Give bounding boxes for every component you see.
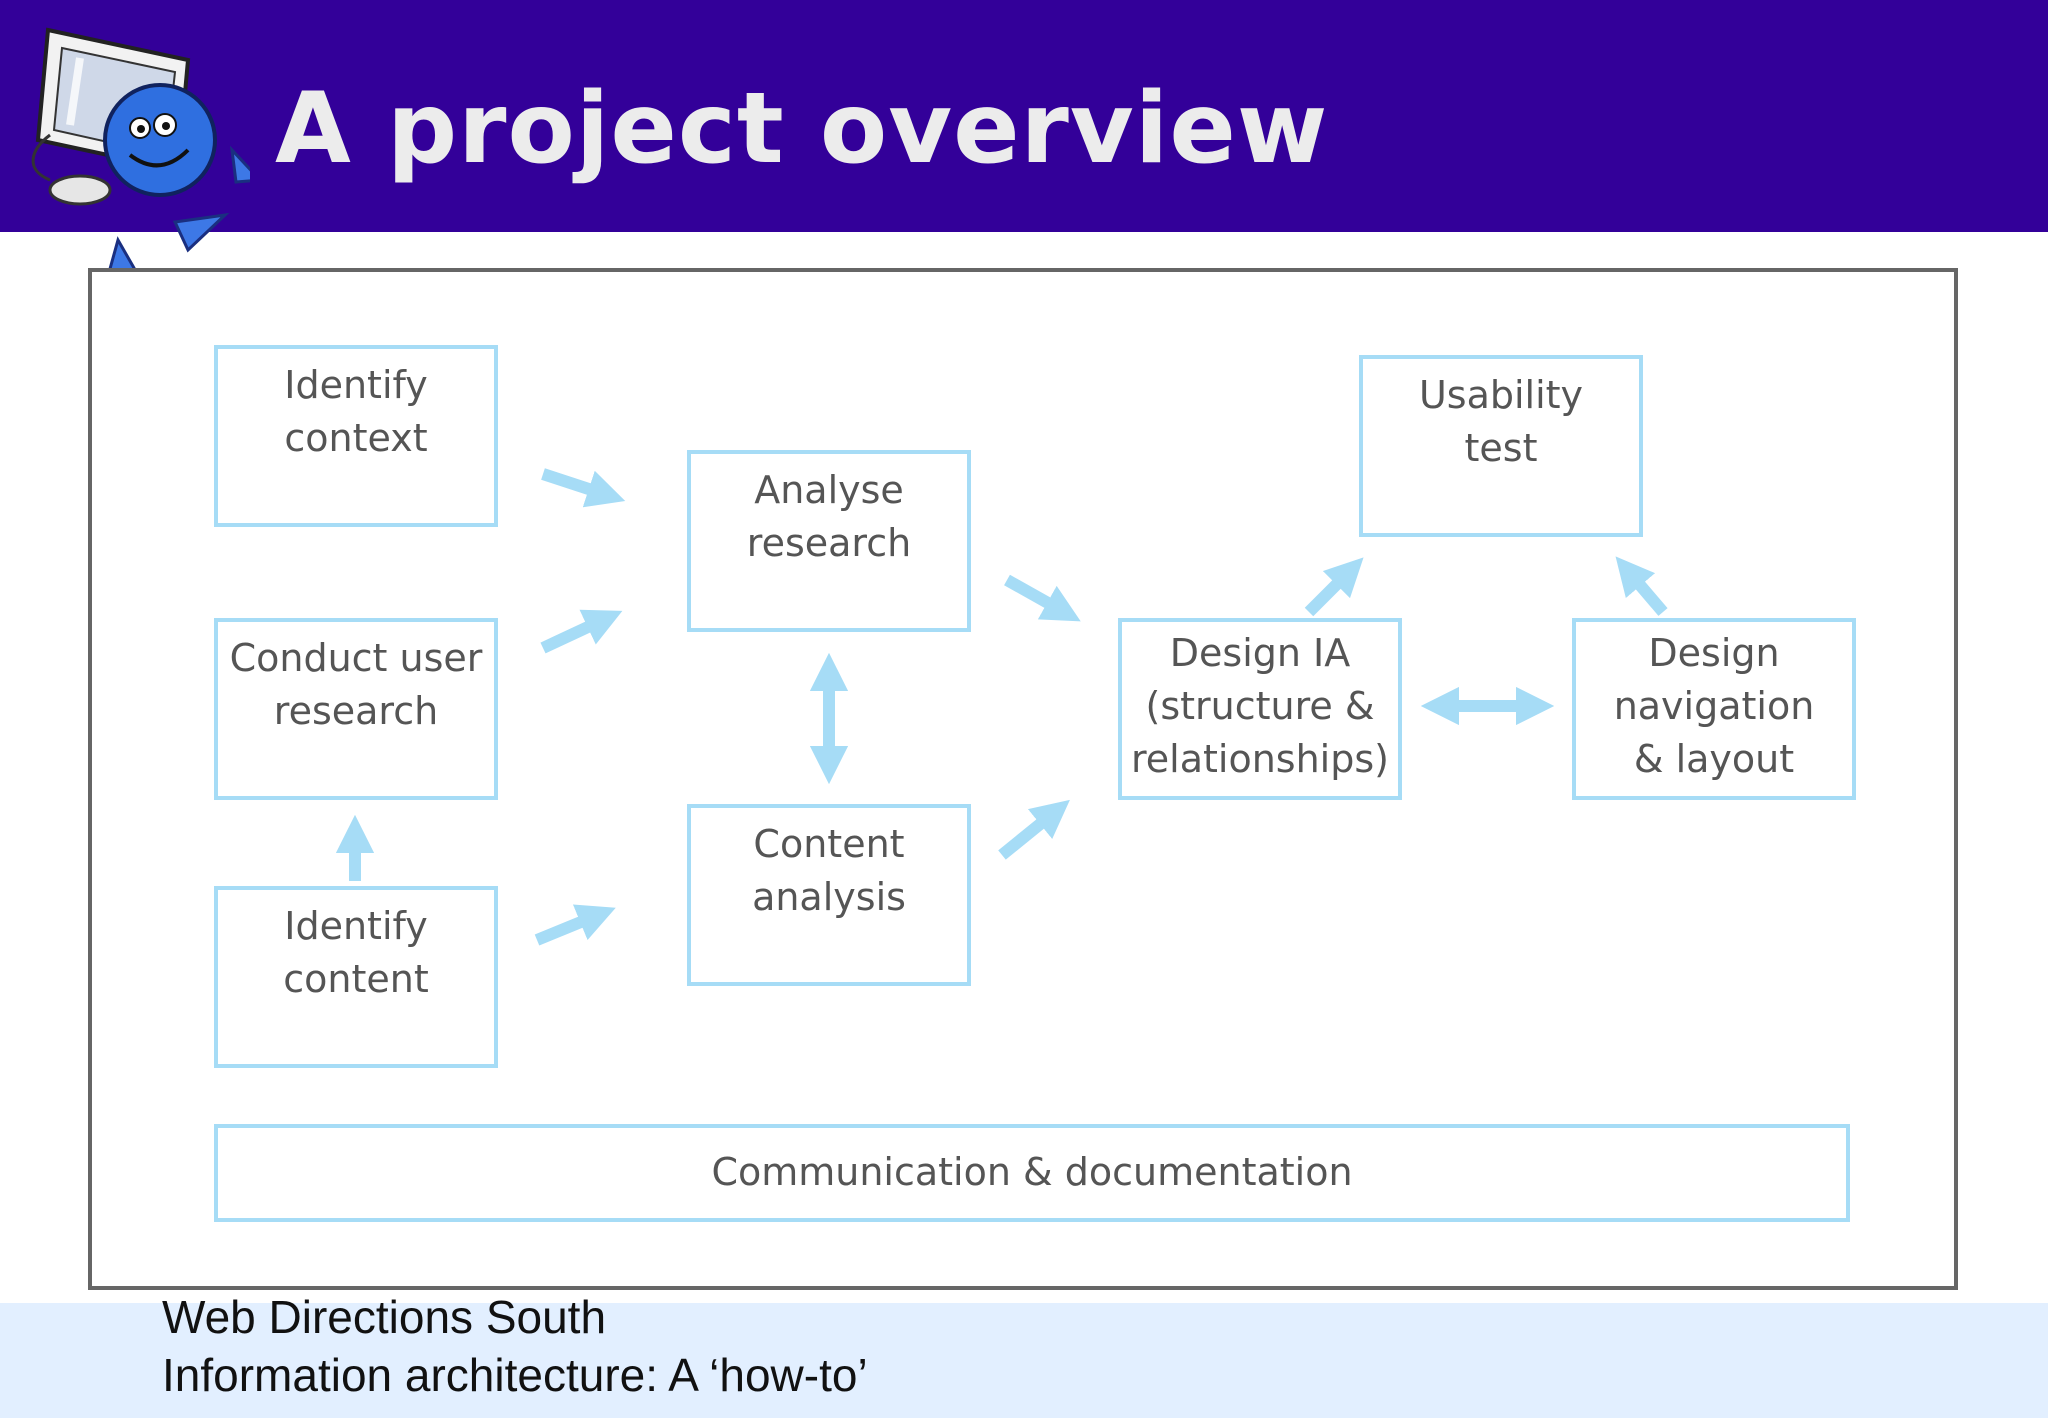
arrow-analyse-to-design-ia [1004,574,1081,622]
box-line: Conduct user [229,636,483,680]
box-line: research [273,689,439,733]
box-design-navigation: Design navigation & layout [1572,618,1856,800]
footer-bar [0,1303,2048,1418]
footer-talk-title: Information architecture: A ‘how-to’ [162,1349,868,1401]
box-line: Identify [284,904,428,948]
arrow-navigation-to-usability [1615,556,1668,616]
box-content-analysis: Content analysis [687,804,971,986]
box-line: content [283,957,429,1001]
box-analyse-research: Analyse research [687,450,971,632]
box-communication-documentation: Communication & documentation [214,1124,1850,1222]
box-line: Design [1648,631,1780,675]
footer-event-name: Web Directions South [162,1291,607,1343]
box-line: Design IA [1169,631,1351,675]
box-usability-test: Usability test [1359,355,1643,537]
computer-mascot-icon [31,27,250,278]
box-conduct-user-research: Conduct user research [214,618,498,800]
header-bar [0,0,2048,232]
box-line: Usability [1418,373,1584,417]
box-line: relationships) [1131,737,1389,781]
box-line: (structure & [1145,684,1375,728]
arrow-content-analysis-to-design-ia [998,799,1070,860]
box-line: navigation [1613,684,1815,728]
box-identify-content: Identify content [214,886,498,1068]
box-line: Communication & documentation [711,1150,1353,1194]
box-line: analysis [752,875,906,919]
box-line: test [1464,426,1538,470]
box-design-ia: Design IA (structure & relationships) [1118,618,1402,800]
box-line: & layout [1633,737,1795,781]
box-line: Identify [284,363,428,407]
arrow-content-to-content-analysis [534,904,616,946]
box-line: context [284,416,428,460]
box-line: research [746,521,912,565]
box-line: Analyse [754,468,904,512]
arrow-user-research-to-analyse [540,609,623,654]
page-title: A project overview [275,72,1329,186]
box-identify-context: Identify context [214,345,498,527]
arrow-context-to-analyse [541,468,626,508]
box-line: Content [753,822,905,866]
arrow-design-ia-to-usability [1304,557,1364,617]
